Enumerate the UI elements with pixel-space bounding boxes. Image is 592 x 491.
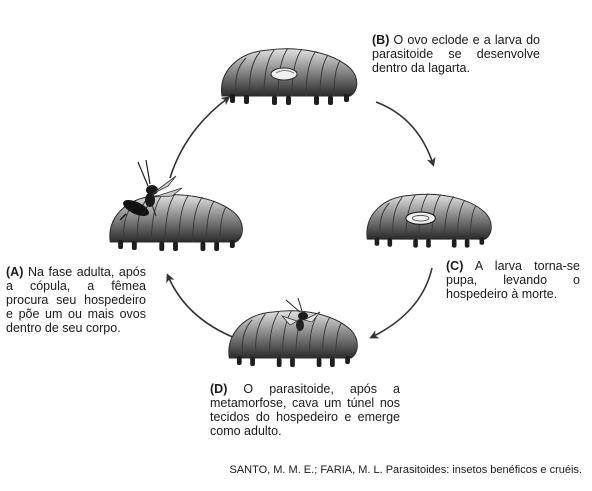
caption-stage-c-letter: (C) <box>446 259 464 273</box>
source-citation: SANTO, M. M. E.; FARIA, M. L. Parasitoid… <box>229 464 582 476</box>
arrow-b-to-c <box>375 101 436 167</box>
caption-stage-a: (A) Na fase adulta, após a cópula, a fêm… <box>6 265 146 335</box>
caption-stage-d-letter: (D) <box>210 382 228 396</box>
wasp-icon <box>119 159 183 221</box>
arrow-d-to-a <box>166 273 236 339</box>
caterpillar-pupa-stage <box>366 193 492 248</box>
caterpillar-emergence-stage <box>228 309 358 367</box>
caption-stage-d-text: O parasitoide, após a metamorfose, cava … <box>210 382 400 438</box>
caption-stage-a-letter: (A) <box>6 265 24 279</box>
caption-stage-d: (D) O parasitoide, após a metamorfose, c… <box>210 382 400 438</box>
emerging-wasp-icon <box>280 297 321 331</box>
caption-stage-c-text: A larva torna-se pupa, levando o hospede… <box>446 259 580 301</box>
caterpillar-larva-stage <box>221 47 358 105</box>
arrow-a-to-b <box>169 96 231 179</box>
caption-stage-b-text: O ovo eclode e a larva do parasitoide se… <box>372 33 540 75</box>
caption-stage-b: (B) O ovo eclode e a larva do parasitoid… <box>372 33 540 75</box>
arrow-c-to-d <box>369 267 433 339</box>
caption-stage-c: (C) A larva torna-se pupa, levando o hos… <box>446 259 580 301</box>
caption-stage-b-letter: (B) <box>372 33 390 47</box>
caption-stage-a-text: Na fase adulta, após a cópula, a fêmea p… <box>6 265 146 335</box>
